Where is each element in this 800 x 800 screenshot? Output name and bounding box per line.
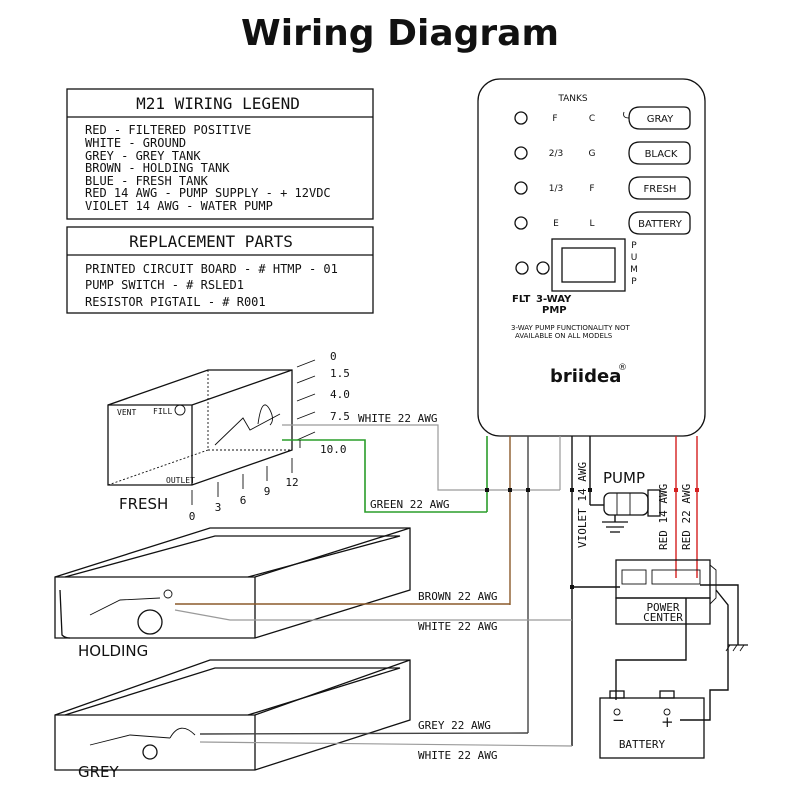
gauge-mark: 12 xyxy=(285,476,298,489)
power-center: POWER CENTER xyxy=(572,559,748,721)
led-indicator xyxy=(514,111,528,125)
legend-row: BROWN - HOLDING TANK xyxy=(85,161,230,175)
gauge-mark: 0 xyxy=(330,350,337,363)
tank-code-label: F xyxy=(589,184,594,194)
legend-row: RED 14 AWG - PUMP SUPPLY - + 12VDC xyxy=(85,186,331,200)
brown-wire-label: BROWN 22 AWG xyxy=(418,590,497,603)
gauge-mark: 1.5 xyxy=(330,367,350,380)
fuse-block xyxy=(621,569,647,585)
gauge-mark: 4.0 xyxy=(330,388,350,401)
holding-drain xyxy=(137,609,163,635)
breaker-block xyxy=(651,569,701,585)
battery-button-label: BATTERY xyxy=(638,219,683,230)
fresh-tank-wires: WHITE 22 AWG GREEN 22 AWG xyxy=(282,412,560,513)
replacement-parts: REPLACEMENT PARTS PRINTED CIRCUIT BOARD … xyxy=(66,226,374,314)
grey-tank: GREY GREY 22 AWG WHITE 22 AWG xyxy=(54,659,573,781)
fresh-tank: VENT FILL OUTLET FRESH 0 1.5 4.0 7.5 10.… xyxy=(107,350,350,523)
legend-heading: M21 WIRING LEGEND xyxy=(136,94,300,113)
panel-wires xyxy=(486,436,698,746)
parts-row: PRINTED CIRCUIT BOARD - # HTMP - 01 xyxy=(85,262,338,276)
fill-label: FILL xyxy=(153,407,172,416)
gauge-mark: 6 xyxy=(240,494,247,507)
violet-wire-label: VIOLET 14 AWG xyxy=(576,462,589,548)
gauge-mark: 9 xyxy=(264,485,271,498)
monitor-panel: TANKS F C GRAY 2/3 G BLACK 1/3 F FRESH E… xyxy=(477,78,706,437)
brand-registered-mark: ® xyxy=(618,363,627,373)
gray-button-label: GRAY xyxy=(647,114,674,125)
legend-row: GREY - GREY TANK xyxy=(85,149,201,163)
level-label: F xyxy=(552,114,557,124)
holding-tank: HOLDING BROWN 22 AWG WHITE 22 AWG xyxy=(54,527,572,660)
pump-switch[interactable] xyxy=(551,238,626,292)
black-button-label: BLACK xyxy=(645,149,678,160)
white-wire-label: WHITE 22 AWG xyxy=(358,412,437,425)
pump-vertical-letter: M xyxy=(630,265,638,275)
led-indicator xyxy=(514,181,528,195)
tank-code-label: G xyxy=(589,149,596,159)
brand-logo: briidea xyxy=(550,366,621,387)
pump-vertical-letter: P xyxy=(631,241,637,251)
battery: − + BATTERY xyxy=(599,690,705,759)
tanks-label: TANKS xyxy=(557,94,588,104)
pump-label: PUMP xyxy=(603,469,645,487)
fresh-tank-name: FRESH xyxy=(119,495,168,513)
led-indicator xyxy=(514,146,528,160)
black-button[interactable] xyxy=(628,141,691,165)
level-label: 1/3 xyxy=(549,184,563,194)
red14-wire-label: RED 14 AWG xyxy=(657,484,670,550)
battery-negative: − xyxy=(612,711,625,729)
green-wire-label: GREEN 22 AWG xyxy=(370,498,449,511)
legend-row: WHITE - GROUND xyxy=(85,136,186,150)
legend-row: RED - FILTERED POSITIVE xyxy=(85,123,251,137)
holding-tank-name: HOLDING xyxy=(78,642,148,660)
battery-positive: + xyxy=(661,713,674,731)
grey-drain xyxy=(142,744,158,760)
gauge-mark: 10.0 xyxy=(320,443,347,456)
parts-row: PUMP SWITCH - # RSLED1 xyxy=(85,278,244,292)
gray-button[interactable] xyxy=(628,106,691,130)
white-wire-label: WHITE 22 AWG xyxy=(418,749,497,762)
pump-vertical-letter: U xyxy=(631,253,638,263)
pmp-label: PMP xyxy=(542,305,567,316)
flt-led xyxy=(515,261,529,275)
outlet-label: OUTLET xyxy=(166,476,195,485)
gauge-mark: 0 xyxy=(189,510,196,523)
flt-label: FLT xyxy=(512,294,531,305)
parts-heading: REPLACEMENT PARTS xyxy=(129,232,293,251)
level-label: E xyxy=(553,219,559,229)
gauge-mark: 7.5 xyxy=(330,410,350,423)
led-indicator xyxy=(514,216,528,230)
gauge-mark: 3 xyxy=(215,501,222,514)
tank-code-label: C xyxy=(589,114,595,124)
power-center-label: CENTER xyxy=(643,611,683,624)
level-label: 2/3 xyxy=(549,149,563,159)
grey-tank-name: GREY xyxy=(78,763,120,781)
pump-led xyxy=(536,261,550,275)
legend-row: VIOLET 14 AWG - WATER PUMP xyxy=(85,199,273,213)
fresh-button[interactable] xyxy=(628,176,691,200)
legend-row: BLUE - FRESH TANK xyxy=(85,174,209,188)
pump-switch-rocker[interactable] xyxy=(561,247,616,283)
red22-wire-label: RED 22 AWG xyxy=(680,484,693,550)
battery-button[interactable] xyxy=(628,211,691,235)
vent-label: VENT xyxy=(117,408,136,417)
fresh-button-label: FRESH xyxy=(644,184,677,195)
fill-port xyxy=(174,404,186,416)
tank-code-label: L xyxy=(589,219,594,229)
grey-wire-label: GREY 22 AWG xyxy=(418,719,491,732)
power-center-label: POWER xyxy=(646,601,679,614)
page-title: Wiring Diagram xyxy=(241,13,559,54)
junctions xyxy=(485,488,699,589)
white-wire-label: WHITE 22 AWG xyxy=(418,620,497,633)
parts-row: RESISTOR PIGTAIL - # R001 xyxy=(85,295,266,309)
pump-vertical-letter: P xyxy=(631,277,637,287)
panel-note: AVAILABLE ON ALL MODELS xyxy=(515,332,613,340)
panel-note: 3-WAY PUMP FUNCTIONALITY NOT xyxy=(511,324,630,332)
battery-label: BATTERY xyxy=(619,738,666,751)
wiring-legend: M21 WIRING LEGEND RED - FILTERED POSITIV… xyxy=(66,88,374,220)
three-way-label: 3-WAY xyxy=(536,294,572,305)
water-pump: PUMP xyxy=(590,469,661,533)
